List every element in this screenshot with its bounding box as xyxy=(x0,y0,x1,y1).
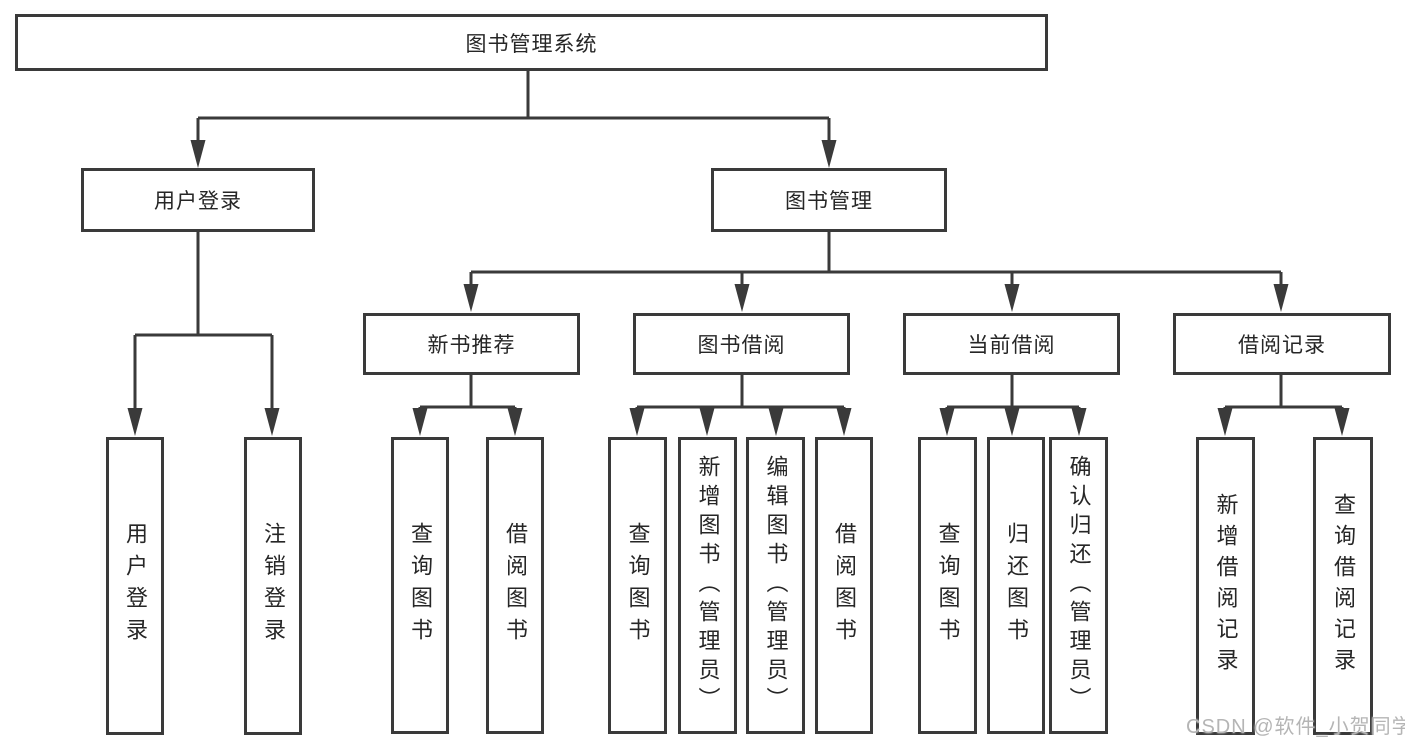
node-borrow-records: 借阅记录 xyxy=(1173,313,1391,375)
leaf-query-book: 查询图书 xyxy=(608,437,667,734)
leaf-return-book: 归还图书 xyxy=(987,437,1045,734)
node-book-borrow: 图书借阅 xyxy=(633,313,850,375)
leaf-label: 注销登录 xyxy=(261,522,286,650)
node-label: 新书推荐 xyxy=(427,334,516,357)
leaf-label: 查询图书 xyxy=(408,521,433,650)
node-book-management: 图书管理 xyxy=(711,168,947,232)
csdn-watermark: CSDN @软件_小贺同学 xyxy=(1186,716,1405,738)
node-user-login: 用户登录 xyxy=(81,168,315,232)
leaf-label: 确认归还（管理员） xyxy=(1066,455,1092,716)
leaf-label: 新增图书（管理员） xyxy=(695,455,721,716)
node-label: 当前借阅 xyxy=(967,334,1056,357)
leaf-label: 用户登录 xyxy=(123,522,148,650)
node-new-book-recommend: 新书推荐 xyxy=(363,313,580,375)
leaf-confirm-return-admin: 确认归还（管理员） xyxy=(1049,437,1108,734)
leaf-label: 归还图书 xyxy=(1004,521,1029,650)
node-label: 用户登录 xyxy=(154,190,242,213)
node-root-system: 图书管理系统 xyxy=(15,14,1048,71)
leaf-label: 查询图书 xyxy=(625,521,651,650)
node-label: 图书借阅 xyxy=(697,334,786,357)
leaf-add-book-admin: 新增图书（管理员） xyxy=(678,437,737,734)
node-label: 借阅记录 xyxy=(1238,334,1326,357)
leaf-borrow-book: 借阅图书 xyxy=(815,437,873,734)
leaf-query-book: 查询图书 xyxy=(918,437,977,734)
leaf-user-login: 用户登录 xyxy=(106,437,164,735)
leaf-label: 查询借阅记录 xyxy=(1331,493,1356,679)
leaf-edit-book-admin: 编辑图书（管理员） xyxy=(746,437,805,734)
leaf-label: 新增借阅记录 xyxy=(1213,493,1239,679)
node-current-borrow: 当前借阅 xyxy=(903,313,1120,375)
leaf-add-borrow-record: 新增借阅记录 xyxy=(1196,437,1255,735)
leaf-logout: 注销登录 xyxy=(244,437,302,735)
node-label: 图书管理 xyxy=(785,190,873,213)
node-label: 图书管理系统 xyxy=(465,32,598,56)
leaf-label: 查询图书 xyxy=(935,521,961,650)
leaf-query-book: 查询图书 xyxy=(391,437,449,734)
leaf-label: 借阅图书 xyxy=(832,521,857,650)
leaf-borrow-book: 借阅图书 xyxy=(486,437,544,734)
leaf-label: 编辑图书（管理员） xyxy=(763,455,789,716)
leaf-label: 借阅图书 xyxy=(503,521,528,650)
leaf-query-borrow-record: 查询借阅记录 xyxy=(1313,437,1373,735)
